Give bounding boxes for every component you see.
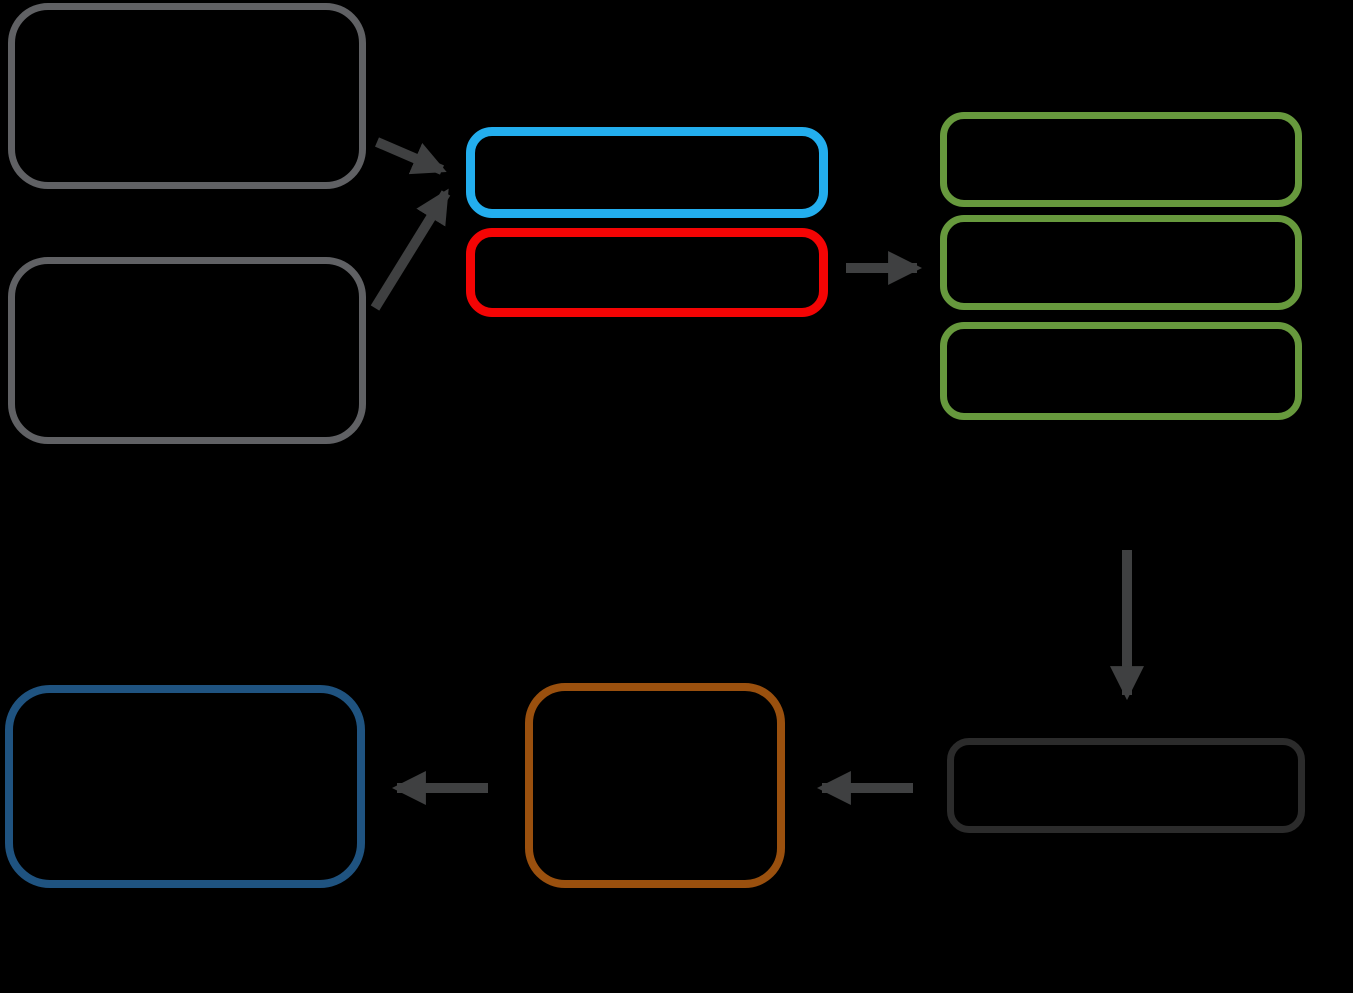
arrow-topleft-to-blue [375, 137, 447, 175]
node-center-blue [466, 127, 828, 218]
node-right-green-3 [940, 322, 1302, 420]
node-bottom-orange [525, 683, 785, 888]
node-center-red [466, 228, 828, 317]
node-bottom-dark [947, 738, 1305, 833]
node-mid-left-gray [8, 257, 366, 444]
node-right-green-2 [940, 215, 1302, 310]
arrow-midleft-to-blue [370, 188, 451, 311]
node-top-left-gray [8, 3, 366, 189]
node-bottom-navy [5, 685, 365, 888]
node-right-green-1 [940, 112, 1302, 207]
